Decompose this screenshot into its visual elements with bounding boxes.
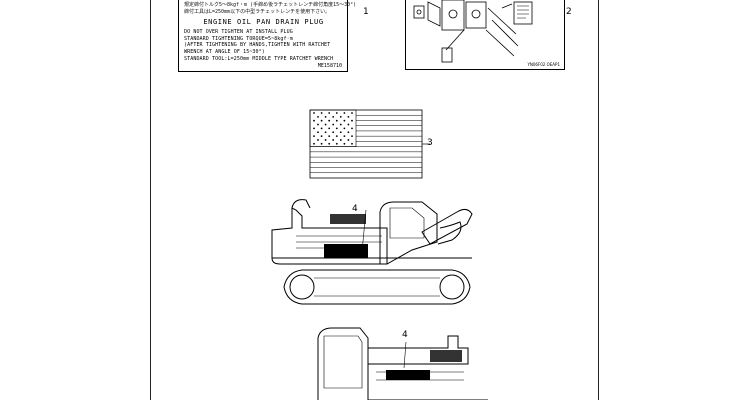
decal-part-number: ME158710 <box>317 63 342 69</box>
decal-line-1: DO NOT OVER TIGHTEN AT INSTALL PLUG <box>184 29 293 36</box>
callout-3-leader <box>422 143 430 145</box>
flag-star <box>347 131 350 134</box>
flag-star <box>313 135 315 137</box>
flag-star <box>339 131 342 134</box>
page-border-right <box>598 0 599 400</box>
flag-star <box>320 112 323 114</box>
flag-star <box>332 115 335 118</box>
flag-star <box>335 127 338 130</box>
flag-star <box>324 139 327 141</box>
flag-star <box>320 127 323 130</box>
flag-star <box>320 142 323 145</box>
flag-star <box>351 119 353 122</box>
flag-star <box>317 115 319 118</box>
flag-star <box>313 142 315 145</box>
flag-star <box>343 142 346 145</box>
flag-outline <box>309 109 423 179</box>
us-flag-decal <box>309 109 423 179</box>
excavator-front-view <box>317 327 488 400</box>
model-decal-front <box>430 350 462 362</box>
flag-star <box>324 115 327 118</box>
flag-star <box>313 119 315 122</box>
model-decal-side <box>330 214 366 224</box>
flag-star <box>335 135 338 137</box>
flag-star <box>332 131 335 134</box>
flag-star <box>320 119 323 122</box>
callout-4-front: 4 <box>402 330 408 340</box>
flag-star <box>351 112 353 114</box>
flag-star <box>324 123 327 126</box>
flag-star <box>328 112 331 114</box>
installation-diagram: YN06F02 OEAP1 <box>405 0 565 70</box>
flag-star <box>343 135 346 137</box>
callout-1: 1 <box>363 7 369 17</box>
flag-star <box>313 127 315 130</box>
callout-2: 2 <box>566 7 572 17</box>
flag-star <box>347 115 350 118</box>
page-border-left <box>150 0 151 400</box>
flag-star <box>317 139 319 141</box>
flag-star <box>328 119 331 122</box>
flag-star <box>332 123 335 126</box>
decal-stripe-front <box>386 370 430 380</box>
flag-star <box>339 123 342 126</box>
diagram-code: YN06F02 OEAP1 <box>527 62 560 67</box>
flag-star <box>347 139 350 141</box>
flag-star <box>343 127 346 130</box>
decal-line-4: WRENCH AT ANGLE OF 15~30°) <box>184 48 265 55</box>
flag-star <box>313 112 315 114</box>
flag-star <box>317 123 319 126</box>
oil-plug-decal: 規定締付トルク5～8kgf・m (手締め後ラチェットレンチ締付角度15～30°)… <box>178 0 357 72</box>
flag-star <box>328 135 331 137</box>
flag-star <box>328 142 331 145</box>
flag-star <box>332 139 335 141</box>
callout-4-side: 4 <box>352 204 358 214</box>
flag-canton <box>309 109 357 147</box>
decal-line-5: STANDARD TOOL:L=250mm MIDDLE TYPE RATCHE… <box>184 55 334 62</box>
diagram-sketch <box>413 0 533 63</box>
decal-stripe-side <box>324 244 368 258</box>
flag-star <box>324 131 327 134</box>
flag-star <box>343 112 346 114</box>
excavator-side-view <box>271 199 473 305</box>
decal-line-2: STANDARD TIGHTENING TORQUE=5~8kgf·m <box>184 35 293 42</box>
decal-jp-line-1: 規定締付トルク5～8kgf・m (手締め後ラチェットレンチ締付角度15～30°) <box>184 2 357 8</box>
flag-star <box>335 119 338 122</box>
decal-title: ENGINE OIL PAN DRAIN PLUG <box>203 18 324 27</box>
flag-star <box>351 135 353 137</box>
decal-jp-line-2: 締付工具はL=250mm以下の中型ラチェットレンチを使用下さい。 <box>184 8 331 15</box>
flag-star <box>317 131 319 134</box>
flag-star <box>351 127 353 130</box>
decal-line-3: (AFTER TIGHTENING BY HANDS,TIGHTEN WITH … <box>184 42 331 49</box>
flag-star <box>339 139 342 141</box>
flag-star <box>351 142 353 145</box>
flag-star <box>343 119 346 122</box>
callout-3: 3 <box>427 138 433 148</box>
flag-star <box>339 115 342 118</box>
flag-star <box>347 123 350 126</box>
flag-star <box>335 112 338 114</box>
flag-star <box>320 135 323 137</box>
flag-star <box>328 127 331 130</box>
flag-star <box>335 142 338 145</box>
